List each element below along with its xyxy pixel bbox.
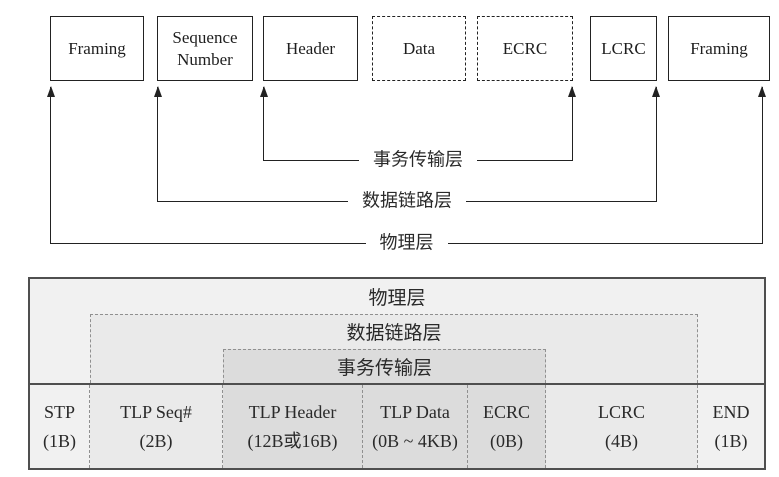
- table-cell-end: END (1B): [698, 385, 764, 468]
- arrow-up-icon: [260, 86, 268, 97]
- arrow-up-icon: [652, 86, 660, 97]
- data-link-layer-label: 数据链路层: [348, 189, 466, 213]
- framing-right-box: Framing: [668, 16, 770, 81]
- cell-name: TLP Header: [248, 401, 337, 422]
- header-box: Header: [263, 16, 358, 81]
- packet-structure-table: 物理层 数据链路层 事务传输层 STP (1B) TLP Seq# (2B) T…: [28, 277, 766, 470]
- cell-size: (0B ~ 4KB): [372, 430, 458, 451]
- cell-name: STP: [43, 401, 76, 422]
- sequence-number-box: Sequence Number: [157, 16, 253, 81]
- cell-size: (1B): [43, 430, 76, 451]
- cell-name: TLP Data: [380, 401, 450, 422]
- arrow-up-icon: [154, 86, 162, 97]
- table-cell-tlp-seq: TLP Seq# (2B): [90, 385, 223, 468]
- cell-size: (1B): [714, 430, 748, 451]
- table-cell-stp: STP (1B): [30, 385, 90, 468]
- cell-name: LCRC: [597, 401, 645, 422]
- lcrc-box: LCRC: [590, 16, 657, 81]
- data-link-layer-band: 数据链路层: [346, 323, 442, 344]
- cell-size: (2B): [139, 430, 173, 451]
- physical-layer-label: 物理层: [365, 231, 448, 255]
- transaction-layer-bracket: 事务传输层: [260, 86, 576, 172]
- data-box: Data: [372, 16, 466, 81]
- physical-layer-bracket: 物理层: [47, 86, 766, 255]
- table-cell-tlp-data: TLP Data (0B ~ 4KB): [363, 385, 468, 468]
- arrow-up-icon: [568, 86, 576, 97]
- cell-name: ECRC: [482, 401, 530, 422]
- cell-name: END: [712, 401, 750, 422]
- cell-size: (0B): [490, 430, 523, 451]
- cell-size: (4B): [605, 430, 638, 451]
- arrow-up-icon: [758, 86, 766, 97]
- table-cell-lcrc: LCRC (4B): [546, 385, 698, 468]
- table-cell-tlp-header: TLP Header (12B或16B): [223, 385, 363, 468]
- transaction-layer-region: [223, 349, 546, 383]
- cell-size: (12B或16B): [247, 430, 338, 451]
- transaction-layer-label: 事务传输层: [359, 148, 477, 172]
- transaction-layer-band: 事务传输层: [336, 357, 432, 379]
- cell-name: TLP Seq#: [120, 401, 192, 422]
- ecrc-box: ECRC: [477, 16, 573, 81]
- physical-layer-band: 物理层: [368, 288, 426, 309]
- data-link-layer-bracket: 数据链路层: [154, 86, 660, 213]
- table-row-divider: [30, 383, 764, 385]
- table-cell-ecrc: ECRC (0B): [468, 385, 546, 468]
- arrow-up-icon: [47, 86, 55, 97]
- framing-left-box: Framing: [50, 16, 144, 81]
